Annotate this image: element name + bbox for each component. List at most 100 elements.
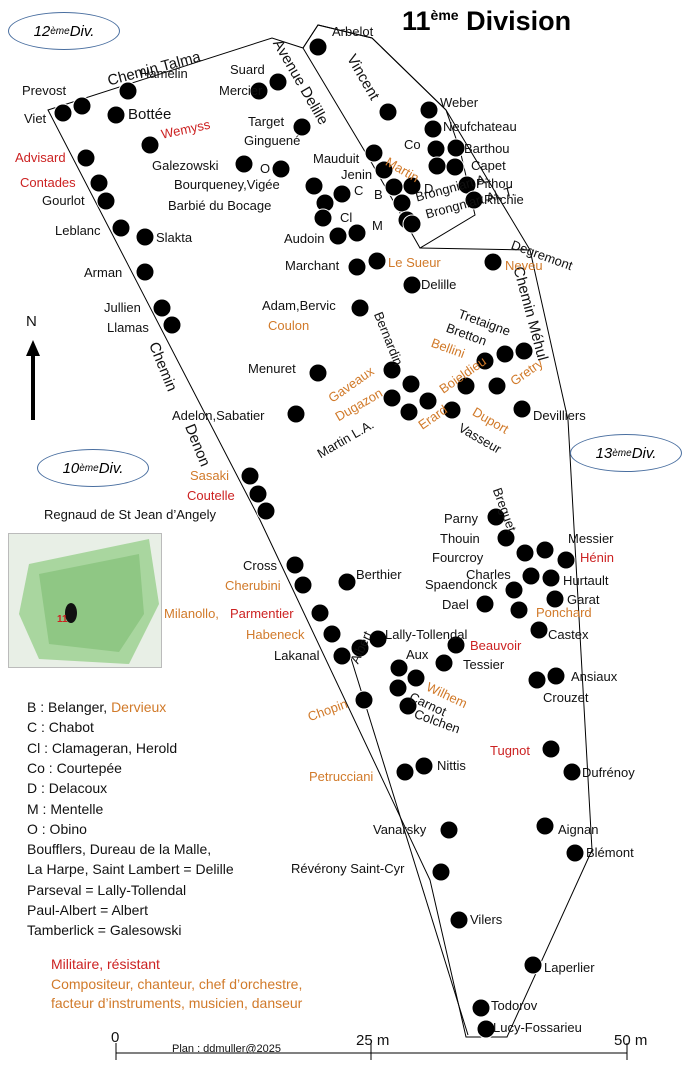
- grave-label: Target: [248, 114, 285, 129]
- grave-marker: [332, 646, 352, 666]
- legend-key: Cl : Clamageran, Herold: [27, 739, 178, 756]
- grave-label: Messier: [568, 531, 614, 546]
- grave-marker: [495, 344, 515, 364]
- grave-marker: [364, 143, 384, 163]
- legend-music-1: Compositeur, chanteur, chef d’orchestre,: [51, 976, 303, 992]
- legend-line: Parseval = Lally-Tollendal: [27, 882, 186, 898]
- grave-label: B: [374, 187, 383, 202]
- grave-marker: [152, 298, 172, 318]
- grave-label: Coutelle: [187, 488, 235, 503]
- grave-label: Arbelot: [332, 24, 374, 39]
- scale-label-0: 0: [111, 1029, 120, 1046]
- grave-label: Thouin: [440, 531, 480, 546]
- legend-key: Paul-Albert = Albert: [27, 902, 149, 918]
- legend-line: Tamberlick = Galesowski: [27, 922, 181, 938]
- badge-num: 12: [33, 22, 51, 40]
- grave-marker: [509, 600, 529, 620]
- grave-label: Co: [404, 137, 421, 152]
- grave-label: Regnaud de St Jean d’Angely: [44, 507, 217, 522]
- grave-label: Adam,Bervic: [262, 298, 336, 313]
- legend-line: Co : Courtepée: [27, 760, 122, 776]
- grave-label: Llamas: [107, 320, 149, 335]
- grave-marker: [96, 191, 116, 211]
- grave-marker: [378, 102, 398, 122]
- grave-marker: [475, 594, 495, 614]
- grave-label: Laperlier: [544, 960, 595, 975]
- grave-label: Castex: [548, 627, 589, 642]
- grave-label: Charles: [466, 567, 511, 582]
- grave-label: Aignan: [558, 822, 599, 837]
- grave-label: Lakanal: [274, 648, 320, 663]
- grave-marker: [337, 572, 357, 592]
- grave-label: Galezowski: [152, 158, 219, 173]
- legend-key: Parseval = Lally-Tollendal: [27, 881, 187, 898]
- grave-label: Berthier: [356, 567, 402, 582]
- legend-line: Boufflers, Dureau de la Malle,: [27, 841, 211, 857]
- grave-label: Capet: [471, 158, 506, 173]
- grave-label: Menuret: [248, 361, 296, 376]
- grave-marker: [546, 666, 566, 686]
- grave-label: Aux: [406, 647, 429, 662]
- grave-label: Pithou: [476, 176, 513, 191]
- title-number: 11: [402, 6, 431, 36]
- badge-sup: ème: [79, 462, 99, 474]
- legend-military: Militaire, résistant: [51, 956, 160, 972]
- grave-label: Neveu: [505, 258, 543, 273]
- grave-marker: [304, 176, 324, 196]
- legend-key: M : Mentelle: [27, 800, 104, 817]
- grave-marker: [476, 1019, 496, 1039]
- grave-marker: [556, 550, 576, 570]
- grave-label: Ansiaux: [571, 669, 618, 684]
- grave-marker: [514, 341, 534, 361]
- grave-marker: [483, 252, 503, 272]
- grave-marker: [162, 315, 182, 335]
- grave-marker: [332, 184, 352, 204]
- grave-marker: [402, 176, 422, 196]
- grave-marker: [256, 501, 276, 521]
- grave-marker: [541, 568, 561, 588]
- badge-word: Div.: [98, 459, 124, 477]
- grave-label: Parny: [444, 511, 478, 526]
- grave-label: Todorov: [491, 998, 538, 1013]
- grave-label: Tugnot: [490, 743, 530, 758]
- grave-marker: [292, 117, 312, 137]
- north-label: N: [26, 313, 37, 330]
- grave-marker: [434, 653, 454, 673]
- grave-label: Viet: [24, 111, 47, 126]
- grave-marker: [395, 762, 415, 782]
- grave-marker: [106, 105, 126, 125]
- legend-key: La Harpe, Saint Lambert = Delille: [27, 861, 234, 878]
- grave-marker: [523, 955, 543, 975]
- grave-marker: [402, 275, 422, 295]
- grave-marker: [382, 388, 402, 408]
- grave-marker: [249, 81, 269, 101]
- badge-word: Div.: [631, 444, 657, 462]
- grave-label: Beauvoir: [470, 638, 522, 653]
- legend-key: Co : Courtepée: [27, 759, 122, 776]
- grave-label: Mercier: [219, 83, 263, 98]
- grave-marker: [350, 298, 370, 318]
- grave-marker: [541, 739, 561, 759]
- neveu-border: [419, 247, 531, 251]
- legend-line: C : Chabot: [27, 719, 94, 735]
- grave-marker: [406, 668, 426, 688]
- grave-marker: [347, 257, 367, 277]
- grave-marker: [313, 208, 333, 228]
- grave-marker: [456, 376, 476, 396]
- grave-label: Cl: [340, 210, 353, 225]
- grave-label: Marchant: [285, 258, 340, 273]
- grave-marker: [240, 466, 260, 486]
- grave-label: Milanollo,: [164, 606, 219, 621]
- grave-label: Neufchateau: [443, 119, 517, 134]
- legend-music-2: facteur d’instruments, musicien, danseur: [51, 995, 303, 1011]
- grave-marker: [527, 670, 547, 690]
- grave-label: O: [260, 161, 271, 176]
- grave-marker: [271, 159, 291, 179]
- grave-marker: [512, 399, 532, 419]
- grave-marker: [140, 135, 160, 155]
- grave-marker: [414, 756, 434, 776]
- title-rest: Division: [458, 6, 572, 36]
- grave-marker: [423, 119, 443, 139]
- grave-marker: [118, 81, 138, 101]
- grave-marker: [135, 227, 155, 247]
